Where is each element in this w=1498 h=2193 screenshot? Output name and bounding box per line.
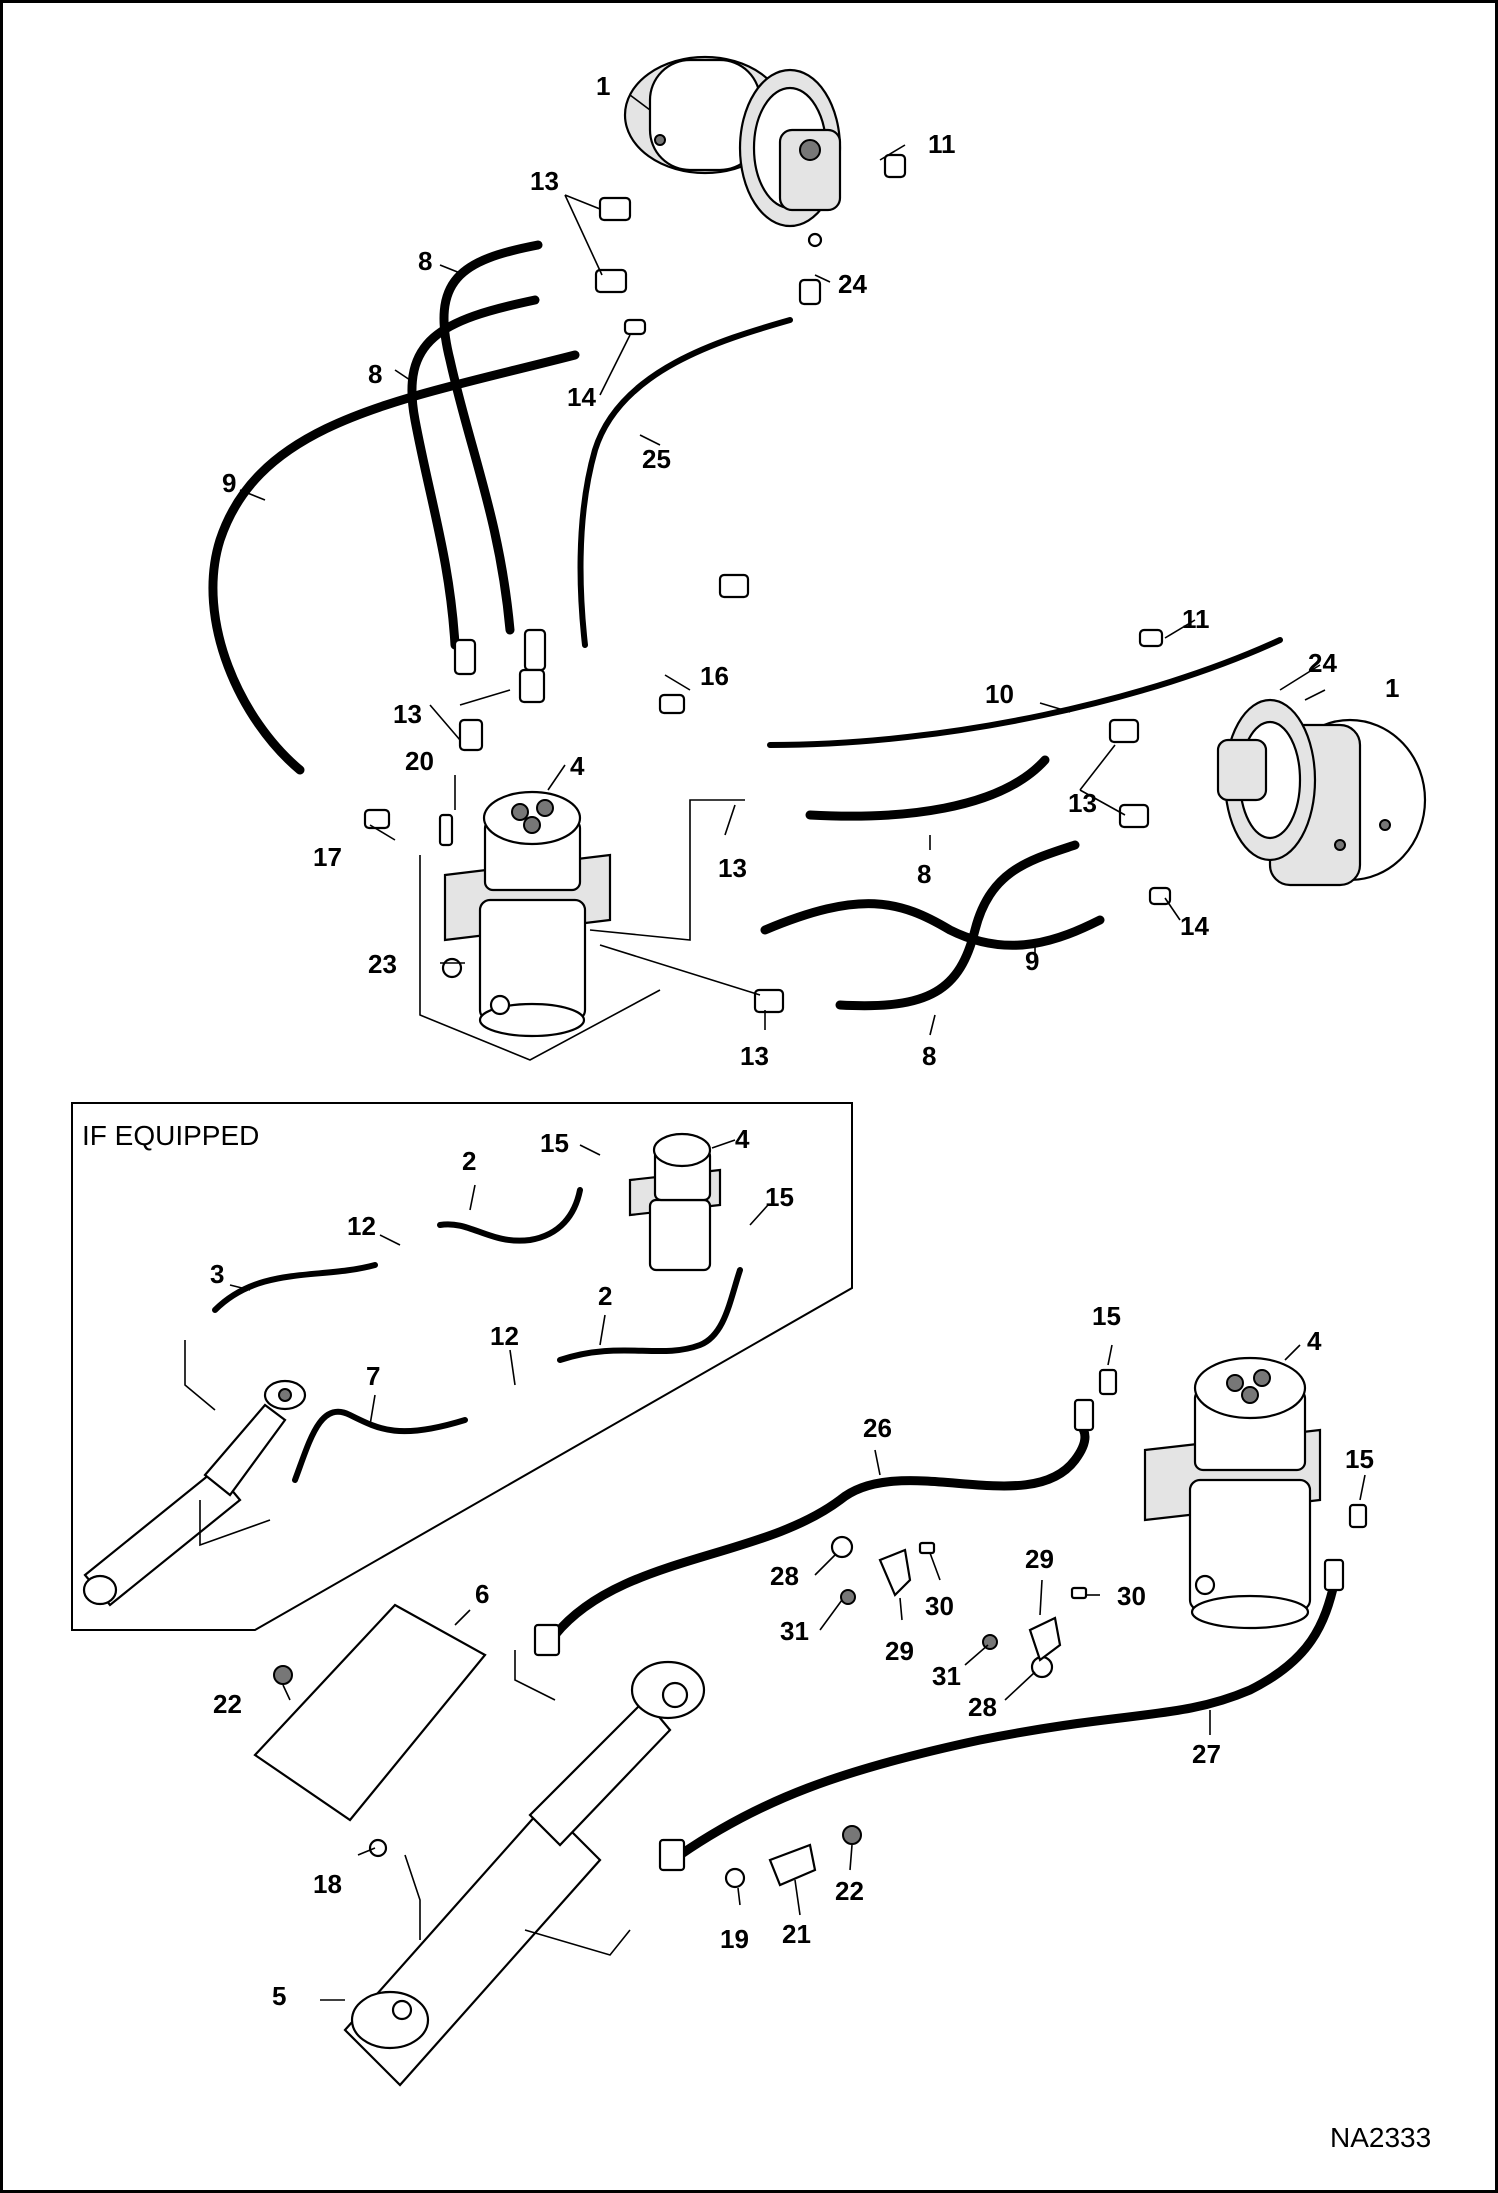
callout-8: 8: [922, 1041, 936, 1071]
callout-8: 8: [368, 359, 382, 389]
hose-25: [577, 317, 793, 648]
callout-13: 13: [530, 166, 559, 196]
callout-20: 20: [405, 746, 434, 776]
callout-7: 7: [366, 1361, 380, 1391]
callout-14: 14: [567, 382, 596, 412]
callout-11: 11: [928, 129, 956, 159]
callout-29: 29: [1025, 1544, 1054, 1574]
inset-cylinder: [82, 1379, 307, 1607]
hose-27: [675, 1575, 1340, 1860]
callout-28: 28: [770, 1561, 799, 1591]
callout-28: 28: [968, 1692, 997, 1722]
callout-9: 9: [222, 468, 236, 498]
hose-8-lower-b: [835, 840, 1080, 1011]
callout-27: 27: [1192, 1739, 1221, 1769]
callout-13: 13: [740, 1041, 769, 1071]
callout-2: 2: [598, 1281, 612, 1311]
callout-29: 29: [885, 1636, 914, 1666]
callout-30: 30: [925, 1591, 954, 1621]
callout-16: 16: [700, 661, 729, 691]
callout-23: 23: [368, 949, 397, 979]
callout-17: 17: [313, 842, 342, 872]
hose-8-lower-a: [805, 755, 1050, 821]
travel-motor-upper: [623, 55, 842, 228]
callout-31: 31: [932, 1661, 961, 1691]
travel-motor-right: [1216, 698, 1427, 887]
inset-title: IF EQUIPPED: [82, 1120, 259, 1151]
callout-21: 21: [782, 1919, 811, 1949]
callout-22: 22: [835, 1876, 864, 1906]
callout-11: 11: [1182, 604, 1210, 634]
callout-24: 24: [1308, 648, 1337, 678]
callout-12: 12: [490, 1321, 519, 1351]
callout-1: 1: [596, 71, 610, 101]
inset-hose-2-upper: [437, 1187, 583, 1244]
inset-hose-2-lower: [557, 1267, 743, 1363]
swivel-4-bottom: [1143, 1356, 1322, 1630]
hose-8-upper-a: [439, 240, 543, 635]
hose-10: [767, 637, 1283, 748]
callout-12: 12: [347, 1211, 376, 1241]
callout-13: 13: [718, 853, 747, 883]
callout-19: 19: [720, 1924, 749, 1954]
hose-9-lower: [760, 899, 1105, 950]
inset-swivel: [628, 1132, 722, 1272]
callout-4: 4: [735, 1124, 750, 1154]
callout-5: 5: [272, 1981, 286, 2011]
callout-6: 6: [475, 1579, 489, 1609]
callout-4: 4: [570, 751, 585, 781]
callout-8: 8: [418, 246, 432, 276]
inset-hose-7: [292, 1408, 468, 1483]
callout-18: 18: [313, 1869, 342, 1899]
hose-9-upper: [208, 350, 580, 775]
inset-hose-3: [212, 1262, 378, 1313]
callout-22: 22: [213, 1689, 242, 1719]
hose-8-upper-b: [407, 295, 540, 650]
callout-10: 10: [985, 679, 1014, 709]
callout-30: 30: [1117, 1581, 1146, 1611]
callout-14: 14: [1180, 911, 1209, 941]
shield-6: [253, 1603, 487, 1822]
callout-8: 8: [917, 859, 931, 889]
callout-1: 1: [1385, 673, 1399, 703]
callout-9: 9: [1025, 946, 1039, 976]
leaders-top: [239, 94, 1326, 1061]
callout-15: 15: [1345, 1444, 1374, 1474]
figure-id: NA2333: [1330, 2122, 1431, 2153]
leaders-inset: [184, 1139, 769, 1547]
small-parts-bottom: [273, 1368, 1368, 1889]
callout-31: 31: [780, 1616, 809, 1646]
callout-15: 15: [1092, 1301, 1121, 1331]
callout-25: 25: [642, 444, 671, 474]
callout-13: 13: [1068, 788, 1097, 818]
boom-cylinder-5: [343, 1660, 706, 2087]
inset-border: [71, 1102, 853, 1631]
callout-15: 15: [765, 1182, 794, 1212]
callout-15: 15: [540, 1128, 569, 1158]
leaders-bottom: [282, 1344, 1366, 2001]
callout-2: 2: [462, 1146, 476, 1176]
hose-26: [550, 1420, 1090, 1640]
fittings-top: [363, 153, 1172, 1014]
callout-24: 24: [838, 269, 867, 299]
callout-4: 4: [1307, 1326, 1322, 1356]
swivel-4-top: [443, 790, 612, 1038]
callout-3: 3: [210, 1259, 224, 1289]
callout-26: 26: [863, 1413, 892, 1443]
callout-13: 13: [393, 699, 422, 729]
